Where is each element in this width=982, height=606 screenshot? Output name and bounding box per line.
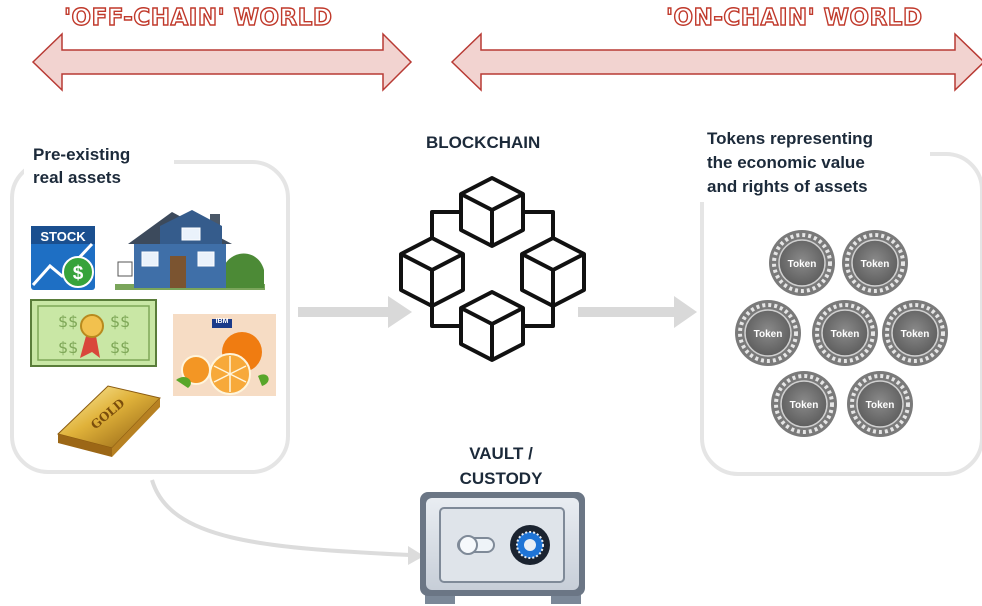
tokens-panel-title: Tokens representing the economic value a… bbox=[707, 129, 873, 196]
assets-panel bbox=[10, 160, 290, 474]
assets-panel-title: Pre-existing real assets bbox=[33, 145, 131, 187]
blockchain-title: BLOCKCHAIN bbox=[426, 133, 541, 152]
on-chain-double-arrow bbox=[450, 32, 982, 92]
assets-panel-title-mask bbox=[24, 140, 174, 198]
tokens-panel-title-mask bbox=[700, 124, 930, 202]
stock-icon-label: STOCK bbox=[40, 229, 86, 244]
off-chain-world-title: 'OFF-CHAIN' WORLD bbox=[63, 4, 333, 31]
assets-to-vault-arrow bbox=[150, 479, 424, 565]
vault-safe-icon bbox=[420, 492, 585, 604]
on-chain-world-title: 'ON-CHAIN' WORLD bbox=[665, 4, 923, 31]
vault-title: VAULT / CUSTODY bbox=[459, 444, 543, 488]
ibm-logo-label: IBM bbox=[215, 318, 229, 325]
assets-to-blockchain-arrow bbox=[298, 296, 412, 328]
off-chain-double-arrow bbox=[31, 32, 413, 92]
blockchain-icon bbox=[399, 176, 586, 362]
blockchain-to-tokens-arrow bbox=[578, 296, 697, 328]
